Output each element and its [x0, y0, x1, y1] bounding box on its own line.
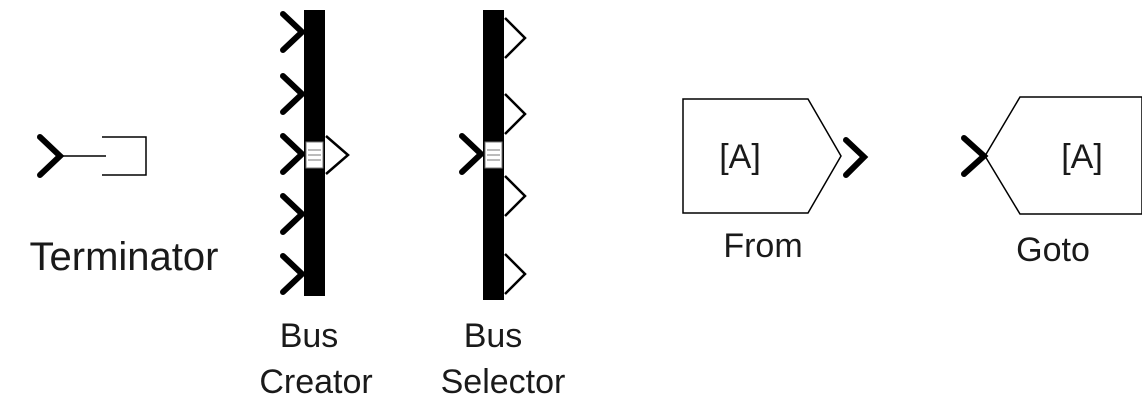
bus-creator-input-port-5[interactable] — [280, 253, 307, 295]
bus-selector-label-line1: Bus — [464, 317, 523, 355]
from-tag: [A] — [719, 138, 761, 176]
from-block[interactable] — [682, 98, 869, 214]
bus-selector-block[interactable] — [459, 10, 527, 300]
bus-creator-block[interactable] — [280, 10, 350, 296]
from-output-port[interactable] — [843, 137, 869, 178]
bus-creator-label-line2: Creator — [259, 363, 372, 399]
terminator-input-port[interactable] — [37, 134, 65, 178]
bus-creator-input-port-2[interactable] — [280, 73, 307, 115]
terminator-label: Terminator — [30, 235, 219, 279]
bus-selector-output-port-4[interactable] — [504, 253, 527, 295]
goto-block[interactable] — [961, 96, 1142, 215]
goto-block-outline — [984, 96, 1142, 215]
goto-label: Goto — [1016, 231, 1090, 269]
goto-tag: [A] — [1061, 138, 1103, 176]
bus-creator-input-port-3[interactable] — [280, 133, 307, 175]
goto-input-port[interactable] — [961, 135, 989, 177]
bus-creator-output-port[interactable] — [325, 135, 350, 175]
bus-selector-input-port[interactable] — [459, 133, 486, 175]
bus-selector-output-port-3[interactable] — [504, 175, 527, 217]
bus-creator-label-line1: Bus — [280, 317, 339, 355]
bus-selector-label-line2: Selector — [441, 363, 566, 399]
bus-creator-input-port-4[interactable] — [280, 193, 307, 235]
bus-creator-input-port-1[interactable] — [280, 11, 307, 53]
terminator-block[interactable] — [37, 134, 147, 178]
from-label: From — [723, 227, 802, 265]
bus-selector-output-port-1[interactable] — [504, 17, 527, 59]
from-block-outline — [682, 98, 842, 214]
bus-selector-output-port-2[interactable] — [504, 93, 527, 135]
terminator-symbol-outline — [102, 136, 147, 176]
